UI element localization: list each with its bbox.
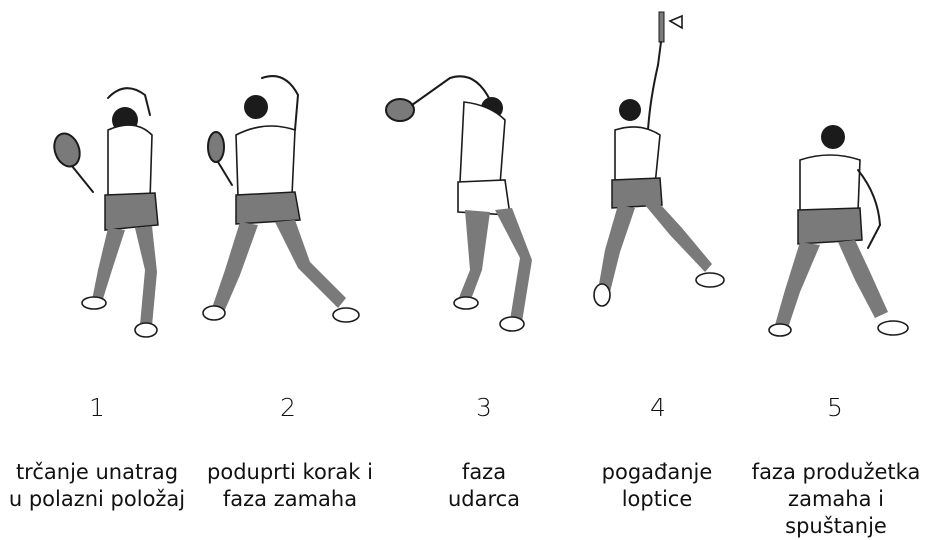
- phase-number-5: 5: [827, 393, 843, 422]
- player-figure-4: [593, 11, 725, 307]
- phase-caption-3: faza udarca: [389, 459, 579, 513]
- phase-caption-line: faza produžetka: [751, 460, 921, 484]
- player-figure-3: [385, 75, 532, 332]
- phase-caption-line: faza zamaha: [222, 487, 358, 511]
- player-figure-2: [202, 75, 360, 323]
- phase-number-1: 1: [89, 393, 105, 422]
- player-figure-1: [53, 87, 159, 338]
- phase-caption-line: poduprti korak i: [207, 460, 373, 484]
- player-figure-5: [768, 125, 909, 337]
- phase-caption-line: faza: [461, 460, 507, 484]
- phase-number-3: 3: [476, 393, 492, 422]
- phase-caption-line: u polazni položaj: [8, 487, 186, 511]
- phase-caption-line: pogađanje: [601, 460, 713, 484]
- phase-number-2: 2: [280, 393, 296, 422]
- phase-caption-5: faza produžetka zamaha i spuštanje: [741, 459, 931, 540]
- racket-icon: [385, 77, 451, 122]
- racket-icon: [867, 224, 881, 249]
- phase-caption-4: pogađanje loptice: [562, 459, 752, 513]
- phase-caption-line: loptice: [621, 487, 693, 511]
- shuttlecock-icon: [668, 14, 683, 30]
- phase-number-4: 4: [650, 393, 666, 422]
- phase-caption-line: zamaha i spuštanje: [785, 487, 887, 538]
- phase-caption-2: poduprti korak i faza zamaha: [195, 459, 385, 513]
- phase-caption-1: trčanje unatrag u polazni položaj: [2, 459, 192, 513]
- phase-caption-line: udarca: [447, 487, 521, 511]
- racket-icon: [207, 131, 233, 186]
- racket-icon: [53, 132, 94, 193]
- racket-icon: [657, 11, 665, 66]
- badminton-phase-illustration: [53, 11, 909, 338]
- phase-caption-line: trčanje unatrag: [15, 460, 179, 484]
